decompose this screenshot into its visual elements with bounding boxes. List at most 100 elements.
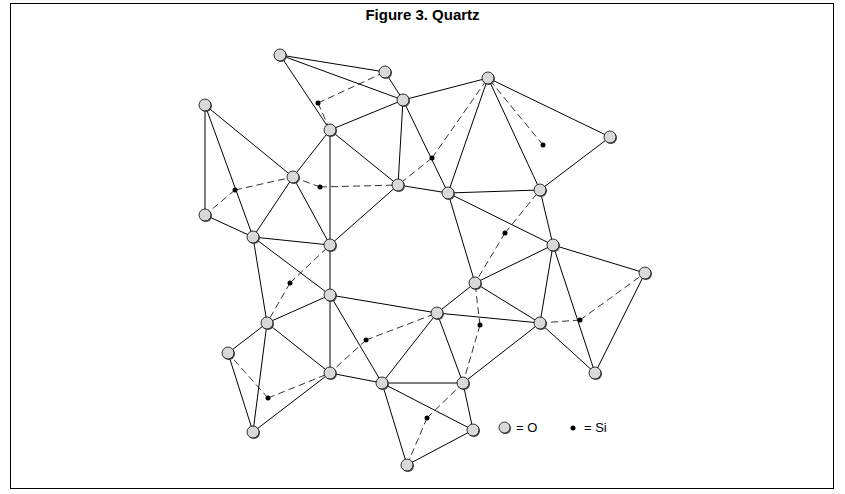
tetrahedron-edge [540, 190, 553, 245]
tetrahedron-edge [280, 55, 385, 72]
tetrahedron-edge [437, 313, 540, 323]
oxygen-atom [499, 422, 510, 433]
tetrahedron-edge [407, 430, 473, 465]
silicon-atom [233, 188, 238, 193]
silicon-atom [364, 338, 369, 343]
oxygen-shadow [223, 348, 235, 360]
oxygen-atom [589, 367, 601, 379]
oxygen-atom [401, 459, 413, 471]
oxygen-shadow [470, 278, 482, 290]
oxygen-shadow [500, 423, 511, 434]
tetrahedron-edge [330, 295, 437, 313]
tetrahedron-edge [280, 55, 330, 130]
oxygen-shadow [325, 290, 337, 302]
oxygen-shadow [325, 125, 337, 137]
oxygen-shadow [605, 132, 617, 144]
silicon-swatch [566, 421, 580, 435]
silicon-atom [430, 156, 435, 161]
tetrahedron-edge [293, 130, 330, 177]
tetrahedron-edge [540, 137, 610, 190]
oxygen-atom [639, 267, 651, 279]
figure-frame [10, 3, 834, 489]
tetrahedron-edge [330, 295, 331, 373]
tetrahedron-edge [330, 245, 331, 295]
oxygen-atom [442, 187, 454, 199]
oxygen-shadow [398, 95, 410, 107]
oxygen-shadow [443, 188, 455, 200]
tetrahedron-edge [463, 383, 473, 430]
oxygen-shadow [200, 100, 212, 112]
oxygen-atom [324, 124, 336, 136]
bond-line [228, 353, 268, 398]
bond-line [580, 273, 645, 320]
tetrahedron-edge [330, 373, 382, 383]
oxygen-shadow [535, 318, 547, 330]
bond-line [398, 158, 432, 185]
bond-line [268, 373, 330, 398]
tetrahedron-edge [330, 130, 331, 245]
tetrahedron-edge [437, 313, 463, 383]
silicon-atom [503, 231, 508, 236]
oxygen-shadow [458, 378, 470, 390]
oxygen-atom [199, 99, 211, 111]
oxygen-atom [534, 184, 546, 196]
legend-row: = Si [566, 420, 607, 435]
tetrahedron-edge [267, 295, 330, 323]
silicon-atom [425, 416, 430, 421]
oxygen-shadow [275, 50, 287, 62]
tetrahedron-edge [253, 323, 267, 432]
tetrahedron-edge [398, 185, 448, 193]
tetrahedron-edge [253, 237, 330, 295]
tetrahedron-edge [267, 323, 330, 373]
oxygen-shadow [468, 425, 480, 437]
bond-line [432, 78, 488, 158]
oxygen-shadow [380, 67, 392, 79]
tetrahedron-edge [382, 383, 407, 465]
tetrahedron-edge [253, 237, 267, 323]
bond-line [427, 383, 463, 418]
oxygen-atom [397, 94, 409, 106]
oxygen-shadow [325, 240, 337, 252]
oxygen-atom [287, 171, 299, 183]
tetrahedron-edge [228, 353, 253, 432]
bond-line [330, 340, 366, 373]
silicon-atom [571, 425, 576, 430]
oxygen-atom [324, 239, 336, 251]
tetrahedron-edge [330, 295, 382, 383]
tetrahedron-edge [280, 55, 403, 100]
bond-line [475, 233, 505, 283]
oxygen-atom [247, 231, 259, 243]
tetrahedron-edge [540, 245, 553, 323]
oxygen-atom [604, 131, 616, 143]
oxygen-shadow [325, 368, 337, 380]
oxygen-shadow [640, 268, 652, 280]
bond-line [235, 177, 293, 190]
tetrahedron-edge [330, 100, 403, 130]
tetrahedron-edge [448, 190, 540, 193]
silicon-atom [266, 396, 271, 401]
oxygen-atom [467, 424, 479, 436]
tetrahedron-edge [253, 177, 293, 237]
tetrahedron-edge [382, 383, 463, 384]
oxygen-atom [547, 239, 559, 251]
tetrahedron-edge [553, 245, 645, 273]
oxygen-atom [469, 277, 481, 289]
oxygen-shadow [548, 240, 560, 252]
oxygen-shadow [262, 318, 274, 330]
oxygen-atom [379, 66, 391, 78]
bond-line [267, 283, 290, 323]
bond-line [320, 185, 398, 187]
silicon-atom [316, 101, 321, 106]
figure-title: Figure 3. Quartz [0, 6, 845, 23]
oxygen-atom [392, 179, 404, 191]
legend-label: = Si [584, 420, 607, 435]
tetrahedron-edge [382, 383, 473, 430]
tetrahedron-edge [403, 100, 448, 193]
tetrahedron-edge [448, 78, 488, 193]
tetrahedron-edge [330, 185, 398, 245]
oxygen-shadow [377, 378, 389, 390]
tetrahedron-edge [475, 283, 540, 323]
tetrahedron-edge [595, 273, 645, 373]
oxygen-shadow [402, 460, 414, 472]
